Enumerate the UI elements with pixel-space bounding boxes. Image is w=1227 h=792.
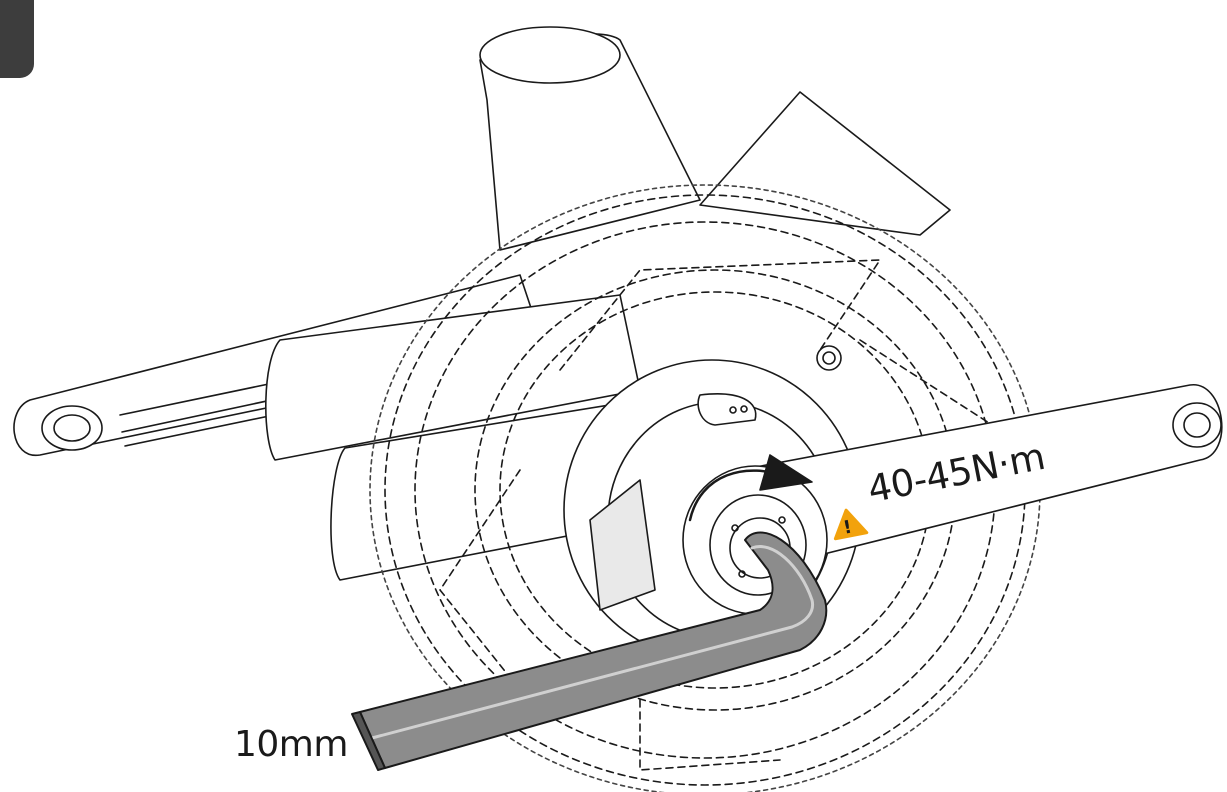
hex-key-wrench — [351, 531, 828, 771]
svg-text:!: ! — [842, 517, 854, 539]
warning-triangle-icon: ! — [833, 508, 869, 541]
hex-key-size-label: 10mm — [234, 724, 348, 765]
rotation-arrow-icon — [688, 454, 813, 522]
down-tube — [699, 91, 951, 236]
right-crank-arm — [739, 384, 1223, 561]
step-badge — [0, 0, 34, 78]
seat-tube — [479, 26, 701, 251]
